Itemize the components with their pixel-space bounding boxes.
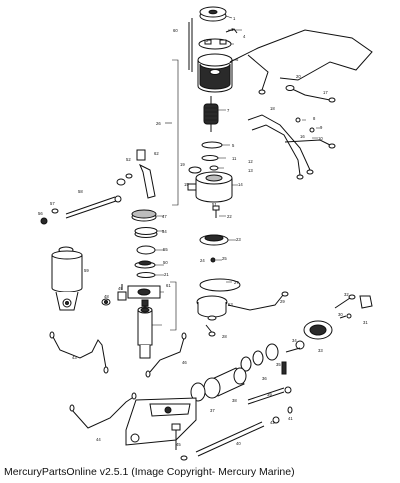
callout-45: 45 (176, 442, 181, 447)
callout-50: 50 (163, 260, 168, 265)
callout-46: 46 (182, 360, 187, 365)
pump-motor-assembly (165, 6, 238, 218)
callout-38: 38 (232, 398, 237, 403)
callout-61: 61 (166, 283, 171, 288)
callout-34: 34 (292, 338, 297, 343)
callout-48: 48 (104, 294, 109, 299)
callout-29: 29 (280, 299, 285, 304)
callout-7: 7 (227, 108, 230, 113)
callout-44: 44 (96, 437, 101, 442)
callout-31: 31 (363, 320, 368, 325)
callout-17: 17 (323, 90, 328, 95)
callout-4: 4 (243, 34, 246, 39)
callout-53: 53 (228, 302, 233, 307)
image-caption: MercuryPartsOnline v2.5.1 (Image Copyrig… (4, 466, 295, 478)
callout-57: 57 (50, 201, 55, 206)
hydraulic-lines (49, 331, 187, 429)
callout-58: 58 (78, 189, 83, 194)
callout-55: 55 (163, 247, 168, 252)
callout-16: 16 (300, 134, 305, 139)
upper-left-parts (40, 149, 156, 225)
callout-42: 42 (270, 420, 275, 425)
valve-body (170, 234, 289, 337)
callout-labels: 1 2 3 4 5 6 7 8 9 10 11 12 13 14 15 16 1… (38, 16, 368, 447)
callout-39: 39 (267, 392, 272, 397)
callout-2: 2 (206, 38, 209, 43)
callout-59: 59 (84, 268, 89, 273)
callout-25: 25 (222, 256, 227, 261)
callout-35: 35 (276, 362, 281, 367)
callout-33: 33 (318, 348, 323, 353)
transom-bracket (125, 397, 293, 461)
wiring-harness (229, 29, 373, 180)
callout-1: 1 (233, 16, 236, 21)
callout-9: 9 (320, 125, 323, 130)
callout-60: 60 (173, 28, 178, 33)
callout-51: 51 (212, 202, 217, 207)
right-manifold (295, 294, 373, 350)
trim-cylinder (51, 246, 83, 311)
callout-23: 23 (236, 237, 241, 242)
callout-54: 54 (162, 229, 167, 234)
callout-15: 15 (184, 182, 189, 187)
callout-26: 26 (156, 121, 161, 126)
callout-24: 24 (200, 258, 205, 263)
callout-30: 30 (338, 312, 343, 317)
callout-21: 21 (164, 272, 169, 277)
callout-14: 14 (238, 182, 243, 187)
callout-19: 19 (180, 162, 185, 167)
callout-11: 11 (232, 156, 237, 161)
callout-37: 37 (210, 408, 215, 413)
callout-18: 18 (270, 106, 275, 111)
callout-47: 47 (162, 214, 167, 219)
exploded-parts-diagram: 1 2 3 4 5 6 7 8 9 10 11 12 13 14 15 16 1… (38, 6, 373, 461)
leader-lines (152, 15, 320, 326)
callout-3: 3 (231, 27, 234, 32)
callout-20: 20 (296, 74, 301, 79)
callout-28: 28 (222, 334, 227, 339)
callout-36: 36 (262, 376, 267, 381)
callout-52: 52 (126, 157, 131, 162)
callout-41: 41 (288, 416, 293, 421)
callout-6: 6 (236, 57, 239, 62)
callout-56: 56 (38, 211, 43, 216)
callout-5: 5 (232, 143, 235, 148)
callout-62: 62 (154, 151, 159, 156)
callout-27: 27 (234, 280, 239, 285)
callout-32: 32 (344, 292, 349, 297)
callout-49: 49 (118, 286, 123, 291)
callout-43: 43 (72, 355, 77, 360)
callout-8: 8 (313, 116, 316, 121)
piston-parts (190, 343, 301, 405)
callout-22: 22 (227, 214, 232, 219)
callout-12: 12 (248, 159, 253, 164)
pump-column (101, 209, 161, 359)
callout-10: 10 (318, 136, 323, 141)
callout-40: 40 (236, 441, 241, 446)
callout-13: 13 (248, 168, 253, 173)
